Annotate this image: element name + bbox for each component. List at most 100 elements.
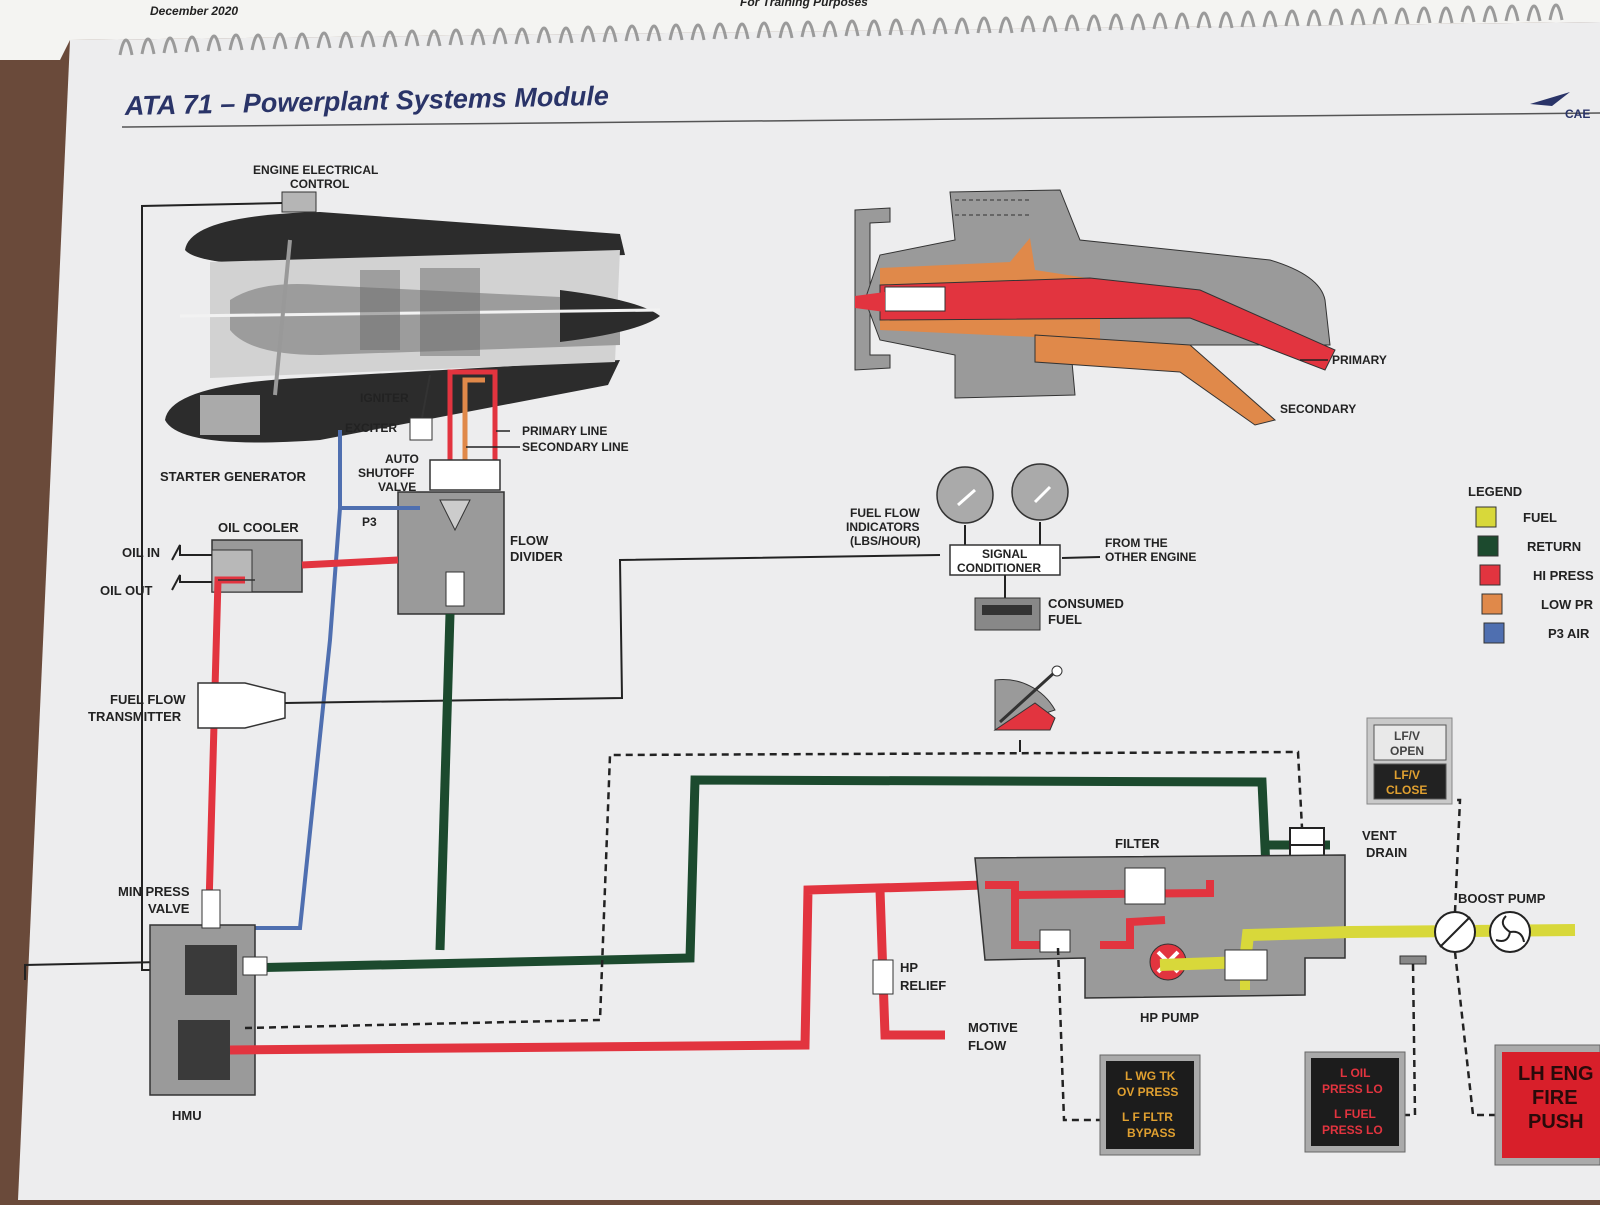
fire-line-3: PUSH [1528,1111,1584,1133]
annun-1-line-3: L F FLTR [1122,1110,1173,1124]
return-line-divider [435,613,455,951]
logo-text: CAE [1565,107,1590,121]
label-fft-2: TRANSMITTER [88,709,182,724]
fuel-supply-line [1159,924,1576,971]
fire-push-button[interactable] [1502,1052,1600,1158]
lfv-close-1: LF/V [1394,768,1420,782]
legend-swatch-return [1477,535,1499,557]
throttle-lever-icon [998,670,1057,724]
annunciator-2 [1311,1058,1399,1146]
consumed-fuel-digits [982,605,1032,615]
label-consumed-2: FUEL [1048,612,1082,627]
label-exciter: EXCITER [345,421,397,435]
legend-label-p3-air: P3 AIR [1548,626,1590,641]
secondary-line [462,377,485,470]
gauge-1-needle [957,488,976,507]
label-asv-1: AUTO [385,452,419,466]
throttle-quadrant-red-zone [993,702,1056,731]
spiral-binding-icon [118,3,1564,56]
hp-internal-line-a [985,881,1045,949]
legend-label-low-press: LOW PR [1541,597,1594,612]
fire-push-wire [1453,951,1495,1117]
annun-2-line-1: L OIL [1340,1066,1370,1080]
fuel-press-wire [1405,963,1417,1117]
throttle-knob-icon [1051,665,1063,677]
label-vent: VENT [1362,828,1397,843]
igniter-lead [421,374,431,419]
label-nozzle-primary: PRIMARY [1332,353,1387,367]
engine-electrical-control-box [281,191,317,213]
lfv-open-1: LF/V [1394,729,1420,743]
lfv-close-2: CLOSE [1386,783,1427,797]
flow-divider-spring-icon [445,571,465,607]
legend-label-return: RETURN [1527,539,1581,554]
label-ffi-3: (LBS/HOUR) [850,534,921,548]
legend-swatch-p3-air [1483,622,1505,644]
hp-check-valve [1039,929,1071,953]
annun-1-line-1: L WG TK [1125,1069,1176,1083]
label-p3: P3 [362,515,377,529]
label-secondary-line: SECONDARY LINE [522,440,629,454]
label-hp-pump: HP PUMP [1140,1010,1199,1025]
flow-divider-valve-icon [439,499,471,532]
boost-pump-impeller-icon [1495,915,1525,943]
label-oil-cooler: OIL COOLER [218,520,299,535]
label-other-engine-1: FROM THE [1105,536,1168,550]
filter-icon [1124,867,1166,905]
label-flow-divider-2: DIVIDER [510,549,563,564]
label-mpv-1: MIN PRESS [118,884,190,899]
label-eec-2: CONTROL [290,177,349,191]
signal-conditioner [949,544,1061,576]
label-nozzle-secondary: SECONDARY [1280,402,1356,416]
hmu-return-valve-icon [242,956,268,976]
hi-press-line-divider [301,556,399,569]
fire-line-2: FIRE [1532,1087,1578,1109]
label-asv-2: SHUTOFF [358,466,414,480]
lfv-indicator-wire [1453,798,1462,913]
lfv-control-wire [244,750,1304,1030]
legend-swatch-fuel [1475,506,1497,528]
return-line-main [244,775,1273,973]
fire-line-1: LH ENG [1518,1063,1594,1085]
annun-2-line-2: PRESS LO [1322,1082,1383,1096]
annunciator-1 [1106,1061,1194,1149]
lfv-valve-bar [1439,916,1471,948]
label-consumed-1: CONSUMED [1048,596,1124,611]
legend-label-hi-press: HI PRESS [1533,568,1594,583]
hp-internal-line-b [1014,880,1214,899]
legend-swatch-hi-press [1479,564,1501,586]
lp-filter-icon [1224,949,1268,981]
cae-logo-icon [1530,92,1570,106]
filter-bypass-wire [1056,947,1100,1122]
p3-air-line-b [235,507,342,930]
lfv-open-lamp [1373,724,1447,761]
auto-shutoff-valve [429,459,501,491]
label-filter: FILTER [1115,836,1160,851]
label-sc-1: SIGNAL [982,547,1027,561]
eec-wire-return [24,961,161,980]
header-date: December 2020 [150,4,238,18]
fuel-flow-transmitter [197,682,286,729]
lfv-open-2: OPEN [1390,744,1424,758]
fft-signal-wire [284,554,941,704]
gauge-2-needle [1033,485,1052,504]
label-hp-relief-2: RELIEF [900,978,946,993]
fuel-nozzle-cutaway [854,189,1336,426]
oil-in-line [171,544,212,561]
legend-title: LEGEND [1468,484,1522,499]
label-starter-generator: STARTER GENERATOR [160,469,307,484]
hi-press-main-line [229,880,986,1055]
label-drain: DRAIN [1366,845,1407,860]
annun-2-line-3: L FUEL [1334,1107,1376,1121]
label-boost-pump: BOOST PUMP [1458,891,1546,906]
fuel-flow-gauge-1-icon [936,466,994,524]
legend: LEGEND FUEL RETURN HI PRESS LOW PR P3 AI… [1468,484,1594,644]
label-ffi-1: FUEL FLOW [850,506,920,520]
hp-internal-line-c [1100,916,1166,949]
legend-swatch-low-press [1481,593,1503,615]
hmu-upper-chamber [185,945,237,995]
label-mpv-2: VALVE [148,901,190,916]
header-subtitle: For Training Purposes [740,0,868,9]
label-eec-1: ENGINE ELECTRICAL [253,163,378,177]
legend-label-fuel: FUEL [1523,510,1557,525]
